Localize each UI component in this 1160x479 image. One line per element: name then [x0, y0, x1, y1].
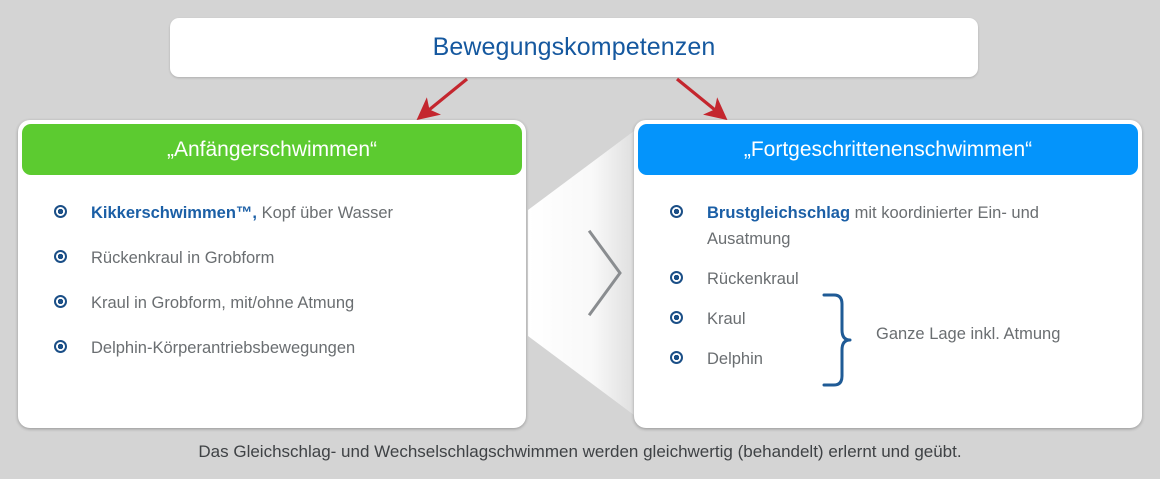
list-item-text: Rückenkraul: [707, 270, 799, 288]
curly-brace-icon: [822, 293, 852, 387]
list-item-text: Rückenkraul in Grobform: [91, 249, 275, 267]
advanced-card-body: Brustgleichschlag mit koordinierter Ein-…: [634, 178, 1142, 428]
list-item: Kraul: [652, 306, 1124, 332]
list-item-strong: Brustgleichschlag: [707, 204, 851, 222]
page-title: Bewegungskompetenzen: [432, 33, 716, 61]
chevron-right-icon: [587, 229, 622, 317]
bullet-icon: [54, 205, 67, 218]
stroke-group-label: Ganze Lage inkl. Atmung: [876, 325, 1061, 343]
bullet-icon: [670, 205, 683, 218]
bullet-icon: [54, 295, 67, 308]
bullet-icon: [54, 250, 67, 263]
list-item: Brustgleichschlag mit koordinierter Ein-…: [652, 200, 1124, 252]
list-item: Kikkerschwimmen™, Kopf über Wasser: [36, 200, 508, 226]
beginner-card-body: Kikkerschwimmen™, Kopf über Wasser Rücke…: [18, 178, 526, 428]
beginner-card: „Anfängerschwimmen“ Kikkerschwimmen™, Ko…: [18, 120, 526, 428]
list-item: Delphin-Körperantriebsbewegungen: [36, 335, 508, 361]
advanced-card: „Fortgeschrittenenschwimmen“ Brustgleich…: [634, 120, 1142, 428]
title-card: Bewegungskompetenzen: [170, 18, 978, 77]
advanced-competency-list: Brustgleichschlag mit koordinierter Ein-…: [652, 200, 1124, 372]
beginner-card-header: „Anfängerschwimmen“: [22, 124, 522, 175]
list-item-text: Delphin: [707, 350, 763, 368]
funnel-chevron-connector: [528, 122, 646, 424]
beginner-competency-list: Kikkerschwimmen™, Kopf über Wasser Rücke…: [36, 200, 508, 361]
list-item-text: Delphin-Körperantriebsbewegungen: [91, 339, 356, 357]
list-item: Delphin: [652, 346, 1124, 372]
list-item-strong: Kikkerschwimmen™,: [91, 204, 257, 222]
footer-caption: Das Gleichschlag- und Wechselschlagschwi…: [198, 442, 962, 461]
bullet-icon: [670, 311, 683, 324]
list-item-text: Kraul in Grobform, mit/ohne Atmung: [91, 294, 355, 312]
red-arrow-down-left-icon: [416, 77, 469, 120]
bullet-icon: [670, 351, 683, 364]
list-item: Rückenkraul in Grobform: [36, 245, 508, 271]
red-arrow-down-right-icon: [675, 77, 728, 120]
list-item-text: mit koordinierter Ein- und Ausatmung: [707, 204, 1039, 248]
advanced-card-header: „Fortgeschrittenenschwimmen“: [638, 124, 1138, 175]
list-item: Rückenkraul: [652, 266, 1124, 292]
bullet-icon: [670, 271, 683, 284]
list-item: Kraul in Grobform, mit/ohne Atmung: [36, 290, 508, 316]
list-item-text: Kraul: [707, 310, 746, 328]
list-item-text: Kopf über Wasser: [256, 204, 394, 222]
advanced-card-title: „Fortgeschrittenenschwimmen“: [743, 137, 1033, 161]
beginner-card-title: „Anfängerschwimmen“: [166, 137, 378, 161]
stroke-group-annotation: Ganze Lage inkl. Atmung: [820, 292, 1140, 388]
bullet-icon: [54, 340, 67, 353]
